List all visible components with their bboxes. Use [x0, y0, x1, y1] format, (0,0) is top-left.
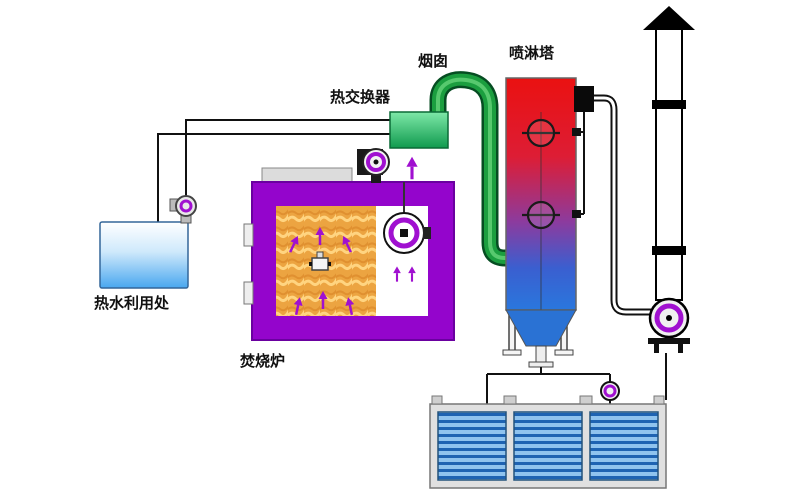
tower-funnel — [505, 309, 577, 347]
fan-hub — [666, 315, 672, 321]
circulation-pump — [600, 381, 620, 401]
nozzle-icon — [526, 200, 556, 230]
flow-arrow-icon — [408, 266, 416, 282]
burner-port-left — [309, 262, 312, 266]
spray-tower-label: 喷淋塔 — [509, 44, 555, 62]
door-hinge-bottom — [243, 281, 254, 305]
gas-pipe-core — [594, 96, 651, 314]
water-pools — [429, 395, 667, 489]
flow-arrow-icon — [289, 235, 299, 253]
drain-pipe — [535, 345, 547, 363]
stack-column — [655, 27, 683, 301]
pool-post — [653, 395, 665, 405]
fan-hub — [400, 229, 408, 237]
flue-arrow-icon — [406, 156, 418, 180]
flow-arrows — [289, 227, 416, 316]
burner-stub — [316, 251, 324, 259]
top-blower — [357, 148, 390, 183]
stack-band-upper — [652, 100, 686, 109]
pump-ring — [179, 199, 193, 213]
pool-water-2 — [513, 411, 583, 481]
hot-water-pipes — [157, 119, 392, 222]
internal-fan — [383, 182, 431, 254]
chimney-cap-icon — [643, 6, 695, 30]
duct-highlight — [436, 77, 507, 260]
tower-foot-left — [502, 349, 522, 356]
flow-arrow-icon — [315, 227, 325, 245]
pool-water-1 — [437, 411, 507, 481]
hot-water-tank: 热水利用处 — [94, 195, 197, 312]
pool-post — [503, 395, 517, 405]
burner-body — [311, 257, 329, 271]
exhaust-stack — [643, 6, 695, 400]
pool-post — [579, 395, 593, 405]
burner-port-right — [328, 262, 331, 266]
stack-band-lower — [652, 246, 686, 255]
gas-outlet-box — [574, 86, 594, 112]
spray-nozzle-upper — [522, 118, 560, 148]
fan-stand — [648, 338, 690, 344]
flow-arrow-icon — [345, 297, 355, 316]
burner-unit — [309, 251, 331, 271]
fan-ring — [654, 303, 684, 333]
feed-stub-upper — [572, 128, 581, 136]
fan-leg-right — [678, 344, 683, 353]
spray-tower: 喷淋塔 — [502, 44, 594, 368]
gas-pipe-outline — [594, 94, 651, 316]
heat-exchanger: 热交换器 — [330, 88, 449, 149]
tower-foot-right — [554, 349, 574, 356]
heat-exchanger-label: 热交换器 — [330, 88, 391, 106]
flue-duct: 烟囱 — [418, 52, 514, 267]
pool-post — [431, 395, 443, 405]
blower-outlet — [371, 175, 381, 183]
hot-water-label: 热水利用处 — [94, 294, 170, 312]
gas-pipe — [594, 94, 651, 316]
pipe-exchanger-to-tank — [157, 133, 392, 222]
pump-ring — [603, 384, 617, 398]
drain-flange — [528, 361, 554, 368]
tank-body — [99, 221, 189, 289]
induced-draft-fan — [648, 297, 690, 353]
fan-leg-left — [654, 344, 659, 353]
flow-arrow-icon — [393, 266, 401, 282]
blower-hub — [373, 159, 379, 165]
flow-arrow-icon — [293, 297, 303, 316]
chimney-label: 烟囱 — [418, 52, 448, 70]
fan-ring — [388, 217, 420, 249]
pool-water-3 — [589, 411, 659, 481]
incinerator-label: 焚烧炉 — [239, 352, 285, 370]
nozzle-icon — [526, 118, 556, 148]
incinerator: 焚烧炉 — [239, 148, 455, 370]
flow-arrow-icon — [342, 235, 352, 253]
feed-stub-lower — [572, 210, 581, 218]
blower-ring — [366, 152, 386, 172]
top-rail — [261, 167, 353, 183]
door-hinge-top — [243, 223, 254, 247]
spray-nozzle-lower — [522, 200, 560, 230]
pump-icon — [175, 195, 197, 217]
pipe-exchanger-to-pump — [185, 119, 392, 196]
flow-arrow-icon — [318, 291, 328, 309]
fan-motor — [423, 227, 431, 239]
heat-exchanger-body — [389, 111, 449, 149]
feed-pump — [169, 195, 197, 224]
